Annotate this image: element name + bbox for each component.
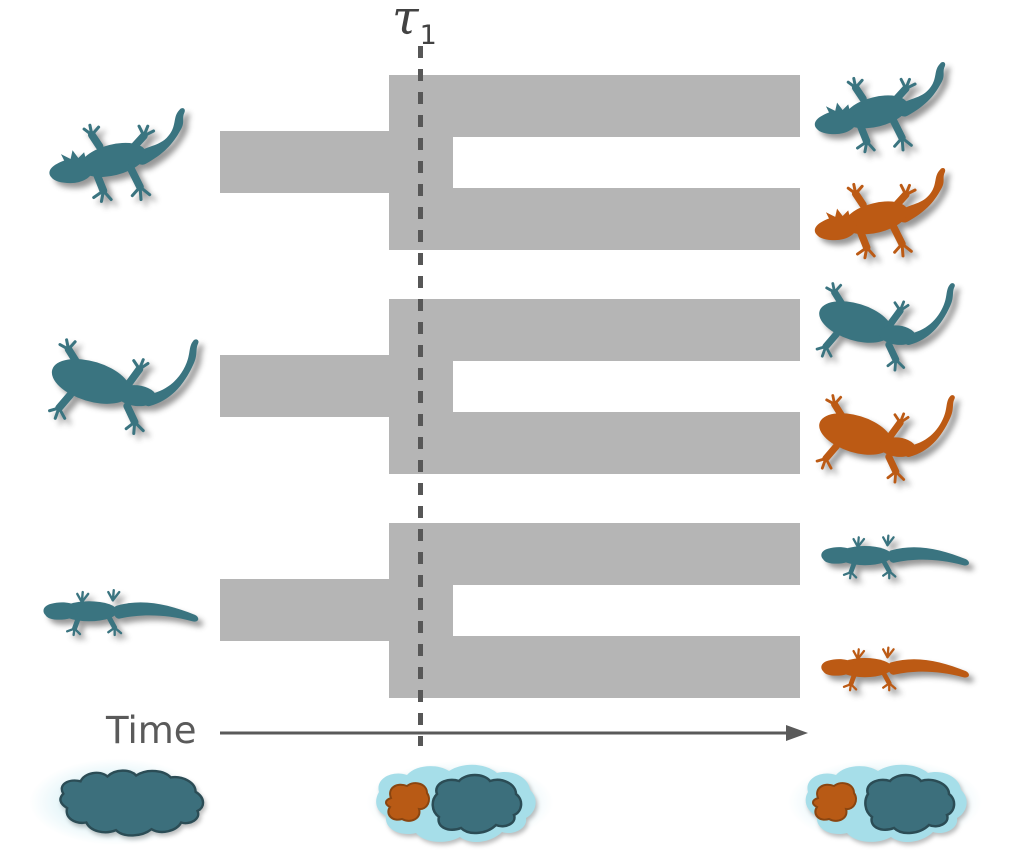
island-pair-icon: [805, 764, 967, 843]
teal-island-icon: [864, 773, 956, 835]
descendant-gecko-orange-icon: [810, 392, 972, 490]
tau-symbol: τ: [392, 0, 419, 46]
tree-1-stem-branch: [220, 131, 390, 193]
teal-island-icon: [59, 769, 205, 837]
ancestor-gecko-icon: [42, 336, 217, 442]
time-axis-arrow: [220, 725, 808, 741]
ancestor-gecko-icon: [38, 580, 216, 637]
descendant-gecko-teal-icon: [810, 58, 970, 162]
descendant-gecko-teal-icon: [810, 280, 972, 378]
divergence-time-label: τ1: [392, 0, 437, 49]
tree-1-top-branch: [389, 75, 800, 137]
orange-island-icon: [385, 782, 430, 822]
descendant-gecko-orange-icon: [810, 164, 970, 268]
island-pair-icon: [376, 764, 536, 843]
tree-1-bottom-branch: [389, 188, 800, 250]
tree-2-stem-branch: [220, 355, 390, 417]
tree-2-bottom-branch: [389, 412, 800, 474]
divergence-time-dashed-line: [418, 46, 423, 746]
orange-island-icon: [812, 782, 857, 822]
tree-3-top-branch: [389, 523, 800, 585]
tau-subscript: 1: [419, 20, 437, 51]
ancestor-gecko-icon: [45, 104, 210, 212]
descendant-gecko-orange-icon: [816, 638, 986, 692]
teal-island-icon: [431, 773, 523, 835]
tree-3-bottom-branch: [389, 636, 800, 698]
descendant-gecko-teal-icon: [816, 526, 986, 580]
tree-2-top-branch: [389, 299, 800, 361]
tree-3-stem-branch: [220, 579, 390, 641]
